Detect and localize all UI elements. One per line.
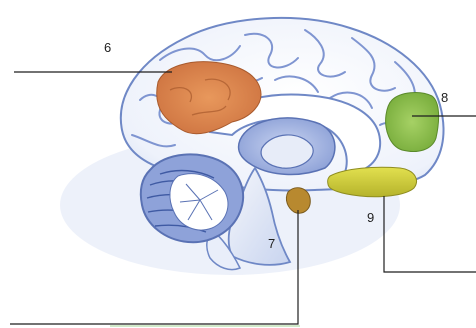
region-8 bbox=[386, 93, 439, 152]
label-6: 6 bbox=[104, 40, 111, 55]
thalamus bbox=[261, 135, 313, 168]
region-9 bbox=[328, 167, 417, 196]
label-8: 8 bbox=[441, 90, 448, 105]
label-7: 7 bbox=[268, 236, 275, 251]
label-9: 9 bbox=[367, 210, 374, 225]
